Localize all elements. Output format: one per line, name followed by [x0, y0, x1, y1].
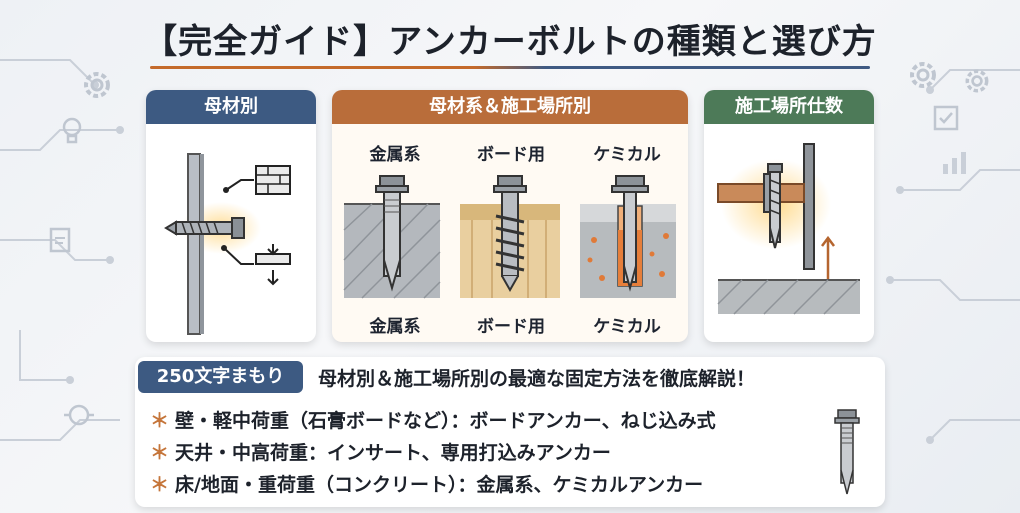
metal-anchor-icon [343, 175, 441, 299]
page-title: 【完全ガイド】アンカーボルトの種類と選び方 [143, 22, 877, 62]
label-chemical-bottom: ケミカル [593, 317, 661, 337]
list-item-text: 床/地面・重荷重（コンクリート）：金属系、ケミカルアンカー [175, 474, 704, 496]
anchor-bolt-icon [834, 409, 860, 495]
wall-anchor-illustration [164, 153, 291, 335]
plug-icon [64, 404, 94, 426]
anchor-types-illustration [343, 175, 676, 299]
bar-chart-icon [943, 152, 966, 174]
panel-header: 施工場所仕数 [704, 90, 874, 124]
bullet-icon: ＊ [150, 474, 170, 496]
label-metal-top: 金属系 [369, 145, 421, 165]
summary-badge: 250文字まもり [138, 361, 303, 393]
document-icon [49, 227, 71, 253]
list-item: ＊天井・中高荷重：インサート、専用打込みアンカー [150, 438, 611, 465]
label-metal-bottom: 金属系 [369, 317, 421, 337]
bullet-icon: ＊ [150, 442, 170, 464]
title-underline [150, 66, 870, 69]
label-board-bottom: ボード用 [477, 317, 545, 337]
label-chemical-top: ケミカル [593, 145, 661, 165]
pipe-anchor-illustration [717, 143, 860, 315]
panel-location: 施工場所仕数 [704, 90, 874, 342]
gear-icon [84, 72, 110, 98]
list-item: ＊壁・軽中荷重（石膏ボードなど）：ボードアンカー、ねじ込み式 [150, 406, 716, 433]
chemical-anchor-icon [580, 175, 676, 298]
gear-icon [910, 62, 936, 88]
list-item-text: 壁・軽中荷重（石膏ボードなど）：ボードアンカー、ねじ込み式 [175, 410, 716, 432]
gear-icon [965, 69, 989, 93]
board-anchor-icon [460, 175, 560, 298]
panel-material-location: 母材系＆施工場所別 金属系 ボード用 ケミカル [332, 90, 688, 342]
panel-header: 母材別 [146, 90, 316, 124]
panel-base-material: 母材別 [146, 90, 316, 342]
panel-header: 母材系＆施工場所別 [332, 90, 688, 124]
bullet-icon: ＊ [150, 410, 170, 432]
list-item: ＊床/地面・重荷重（コンクリート）：金属系、ケミカルアンカー [150, 470, 703, 497]
brick-icon [255, 165, 291, 195]
lightbulb-icon [62, 117, 82, 144]
label-board-top: ボード用 [477, 145, 545, 165]
load-icon [255, 244, 291, 286]
summary-heading: 母材別＆施工場所別の最適な固定方法を徹底解説！ [318, 368, 756, 390]
list-item-text: 天井・中高荷重：インサート、専用打込みアンカー [175, 442, 611, 464]
checklist-icon [933, 105, 959, 131]
